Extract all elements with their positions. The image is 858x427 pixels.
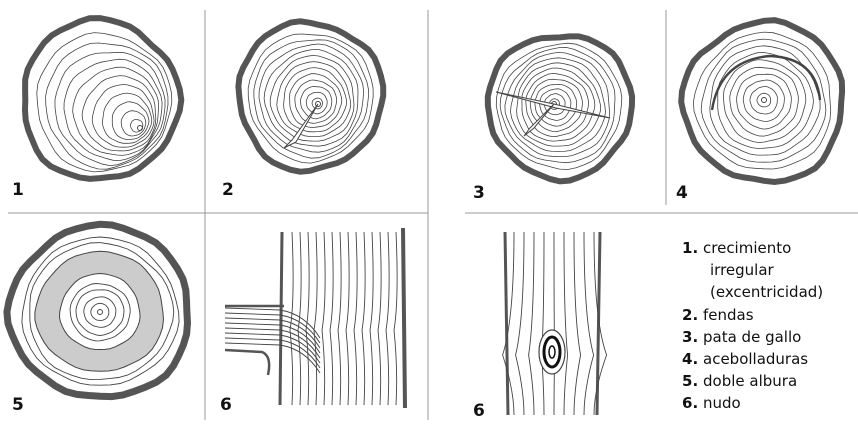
pith bbox=[138, 126, 143, 131]
legend-4-text: acebolladuras bbox=[703, 350, 808, 368]
board-left-edge bbox=[505, 232, 508, 415]
legend-1-separator: . bbox=[692, 239, 698, 257]
growth-ring bbox=[750, 87, 778, 115]
growth-ring bbox=[718, 53, 814, 149]
growth-ring bbox=[306, 92, 327, 114]
legend-item-3: 3. pata de gallo bbox=[682, 328, 801, 346]
trunk-grain-line bbox=[338, 232, 341, 405]
trunk-right-edge bbox=[403, 228, 405, 408]
bark-outline bbox=[238, 21, 383, 171]
trunk-grain-line bbox=[370, 232, 373, 405]
panel-1-number: 1 bbox=[12, 180, 24, 200]
branch-grain-line bbox=[225, 328, 320, 358]
svg-text:6.: 6. bbox=[682, 394, 698, 412]
legend-2-number: 2 bbox=[682, 306, 692, 324]
trunk-grain-line bbox=[298, 232, 301, 405]
branch-grain-line bbox=[225, 343, 320, 373]
trunk-grain-line bbox=[330, 232, 333, 405]
trunk-left-edge bbox=[280, 232, 282, 405]
legend-5-separator: . bbox=[692, 372, 698, 390]
trunk-grain-line bbox=[394, 232, 397, 405]
legend-item-4: 4. acebolladuras bbox=[682, 350, 808, 368]
growth-ring bbox=[112, 102, 149, 140]
trunk-grain-line bbox=[346, 232, 349, 405]
growth-ring bbox=[290, 74, 342, 128]
growth-ring bbox=[248, 34, 373, 163]
legend-6-text: nudo bbox=[703, 394, 741, 412]
legend-1-line-3: (excentricidad) bbox=[710, 283, 823, 301]
growth-ring bbox=[517, 63, 601, 146]
trunk-grain-line bbox=[314, 232, 317, 405]
legend-item-5: 5. doble albura bbox=[682, 372, 797, 390]
legend-2-separator: . bbox=[692, 306, 698, 324]
legend: 1. crecimiento irregular (excentricidad)… bbox=[682, 239, 823, 412]
svg-text:1.: 1. bbox=[682, 239, 698, 257]
growth-ring bbox=[284, 68, 347, 132]
svg-text:4.: 4. bbox=[682, 350, 698, 368]
panel-6-knot-board bbox=[503, 232, 607, 415]
growth-ring bbox=[254, 40, 369, 158]
growth-ring bbox=[277, 62, 351, 137]
growth-ring bbox=[723, 60, 805, 143]
trunk-grain-line bbox=[354, 232, 357, 405]
panel-2-shakes-log bbox=[238, 21, 383, 171]
branch-bottom-edge bbox=[225, 350, 269, 375]
panel-6-branch-knot-trunk bbox=[225, 228, 405, 408]
board-grain-line bbox=[574, 232, 581, 415]
legend-1-line-1: crecimiento bbox=[703, 239, 791, 257]
branch-grain-line bbox=[225, 333, 320, 363]
legend-2-text: fendas bbox=[703, 306, 754, 324]
legend-5-number: 5 bbox=[682, 372, 692, 390]
panel-5-double-sapwood-log bbox=[7, 224, 188, 396]
board-grain-line bbox=[564, 232, 568, 415]
board-grain-line bbox=[584, 232, 594, 415]
panel-3-star-shake-log bbox=[488, 36, 632, 181]
trunk-grain-line bbox=[306, 232, 309, 405]
trunk-grain-line bbox=[362, 232, 365, 405]
svg-text:2.: 2. bbox=[682, 306, 698, 324]
growth-ring bbox=[710, 46, 820, 155]
legend-4-separator: . bbox=[692, 350, 698, 368]
branch-grain-line bbox=[225, 323, 320, 353]
legend-5-text: doble albura bbox=[703, 372, 797, 390]
legend-6-number: 6 bbox=[682, 394, 692, 412]
legend-3-text: pata de gallo bbox=[703, 328, 801, 346]
panel-6-number: 6 bbox=[220, 395, 232, 415]
svg-text:5.: 5. bbox=[682, 372, 698, 390]
growth-ring bbox=[522, 68, 595, 141]
branch-grain-line bbox=[225, 338, 320, 368]
trunk-grain-line bbox=[322, 232, 325, 405]
panel-4-number: 4 bbox=[676, 183, 688, 203]
board-grain-line bbox=[542, 232, 544, 415]
panel-6b-number: 6 bbox=[473, 401, 485, 421]
trunk-grain-line bbox=[378, 232, 381, 405]
board-grain-line bbox=[516, 232, 524, 415]
legend-4-number: 4 bbox=[682, 350, 692, 368]
legend-1-line-2: irregular bbox=[710, 261, 775, 279]
panel-5-number: 5 bbox=[12, 395, 24, 415]
trunk-grain-line bbox=[386, 232, 389, 405]
panel-1-irregular-growth-log bbox=[25, 18, 181, 179]
legend-1-number: 1 bbox=[682, 239, 692, 257]
legend-item-2: 2. fendas bbox=[682, 306, 754, 324]
board-grain-line bbox=[554, 232, 555, 415]
legend-3-separator: . bbox=[692, 328, 698, 346]
growth-ring bbox=[730, 67, 799, 136]
growth-ring bbox=[259, 44, 364, 152]
growth-ring bbox=[737, 74, 792, 129]
growth-ring bbox=[312, 98, 323, 109]
legend-item-6: 6. nudo bbox=[682, 394, 741, 412]
growth-ring bbox=[757, 93, 771, 107]
legend-3-number: 3 bbox=[682, 328, 692, 346]
legend-item-1: 1. crecimiento irregular (excentricidad) bbox=[682, 239, 823, 301]
svg-text:3.: 3. bbox=[682, 328, 698, 346]
growth-ring bbox=[37, 33, 172, 172]
pith bbox=[762, 98, 767, 103]
legend-6-separator: . bbox=[692, 394, 698, 412]
panel-4-ring-shake-log bbox=[681, 20, 842, 182]
board-grain-line bbox=[529, 232, 534, 415]
panel-2-number: 2 bbox=[222, 180, 234, 200]
panel-3-number: 3 bbox=[473, 183, 485, 203]
